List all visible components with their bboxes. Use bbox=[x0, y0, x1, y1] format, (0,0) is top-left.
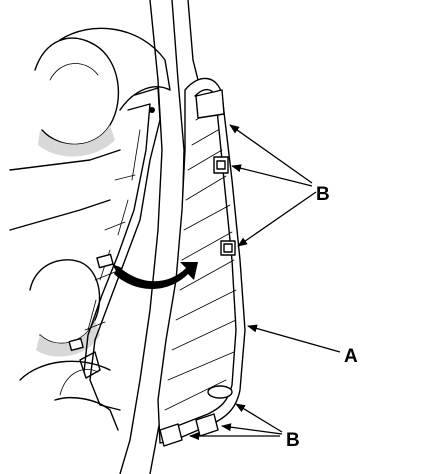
clip-upper-1 bbox=[213, 156, 229, 174]
clips-upper bbox=[213, 156, 236, 256]
curved-arrow-icon bbox=[112, 262, 198, 289]
pillar-trim-panel bbox=[157, 77, 246, 447]
clip-upper-2 bbox=[220, 240, 236, 256]
callout-b-lower: B bbox=[286, 430, 300, 451]
leader-lines bbox=[189, 124, 341, 440]
door-frame-bracket bbox=[68, 87, 161, 411]
callout-a: A bbox=[344, 346, 358, 367]
dashboard-background bbox=[9, 27, 171, 431]
callout-b-upper: B bbox=[316, 184, 330, 205]
